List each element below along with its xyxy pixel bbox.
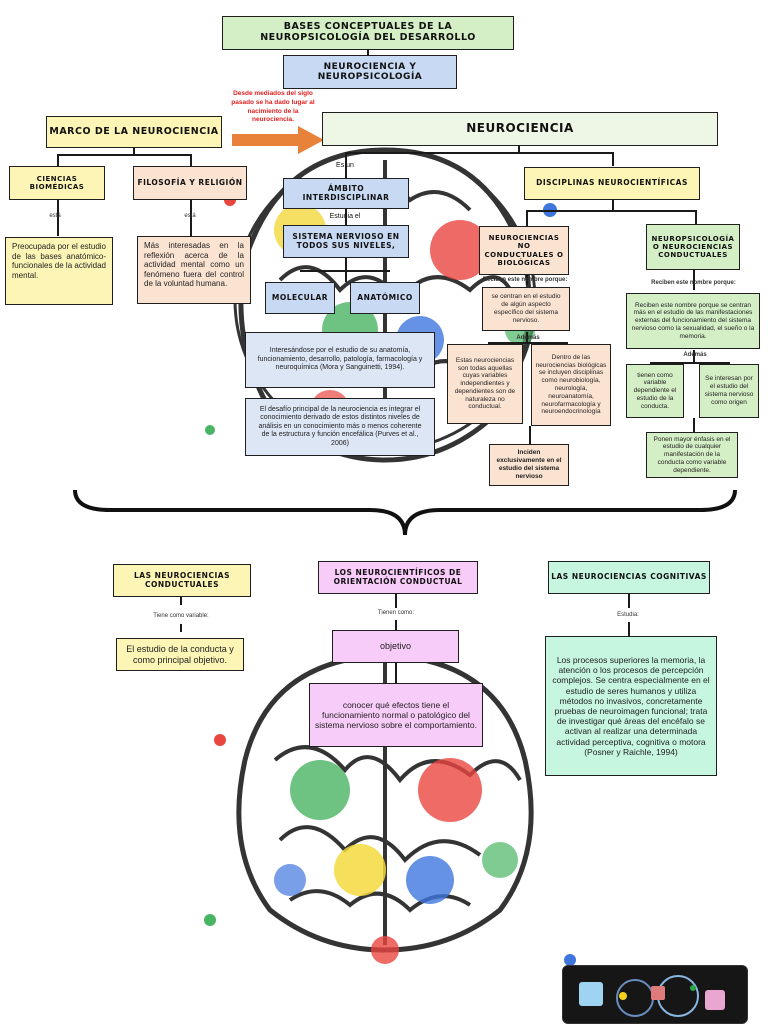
ademas-label-2: Además <box>683 352 707 358</box>
molecular-box: MOLECULAR <box>265 282 335 314</box>
tiene-variable-label: Tiene como variable: <box>153 613 209 619</box>
neuro-no-conductuales-box: NEUROCIENCIAS NO CONDUCTUALES O BIOLÓGIC… <box>479 226 569 275</box>
red-note: Desde mediados del siglo pasado se ha da… <box>231 90 315 124</box>
main-title: BASES CONCEPTUALES DE LA NEUROPSICOLOGÍA… <box>222 16 514 50</box>
anatomico-box: ANATÓMICO <box>350 282 420 314</box>
marco-neurociencia-box: MARCO DE LA NEUROCIENCIA <box>46 116 222 148</box>
dentro-desc: Dentro de las neurociencias biológicas s… <box>531 344 611 426</box>
estas-desc: Estas neurociencias son todas aquellas c… <box>447 344 523 424</box>
interes-desc: Interesándose por el estudio de su anato… <box>245 332 435 388</box>
neurociencias-cognitivas-box: LAS NEUROCIENCIAS COGNITIVAS <box>548 561 710 594</box>
thumbnail-icons <box>579 975 725 1017</box>
disciplinas-box: DISCIPLINAS NEUROCIENTÍFICAS <box>524 167 700 200</box>
tienen-desc: tienen como variable dependiente el estu… <box>626 364 684 418</box>
reciben-label-1: Reciben este nombre porque: <box>482 277 568 283</box>
ponen-desc: Ponen mayor énfasis en el estudio de cua… <box>646 432 738 478</box>
conocer-desc: conocer qué efectos tiene el funcionamie… <box>309 683 483 747</box>
tienen-como-label: Tienen como: <box>377 610 415 616</box>
es-un-label: Es un <box>336 162 354 169</box>
sistema-nervioso-box: SISTEMA NERVIOSO EN TODOS SUS NIVELES, <box>283 225 409 258</box>
right-arrow-icon <box>232 126 324 154</box>
reciben-label-2: Reciben este nombre porque: <box>651 280 736 286</box>
esta-label-1: está <box>49 213 61 219</box>
preview-thumbnail[interactable] <box>562 965 748 1024</box>
neurociencia-box: NEUROCIENCIA <box>322 112 718 146</box>
neurociencias-conductuales-box: LAS NEUROCIENCIAS CONDUCTUALES <box>113 564 251 597</box>
estudia-label: Estudia el <box>329 213 361 220</box>
procesos-desc: Los procesos superiores la memoria, la a… <box>545 636 717 776</box>
ciencias-biomedicas-box: CIENCIAS BIOMÉDICAS <box>9 166 105 200</box>
ambito-box: ÁMBITO INTERDISCIPLINAR <box>283 178 409 209</box>
filosofia-desc: Más interesadas en la reflexión acerca d… <box>137 236 251 304</box>
neuropsicologia-box: NEUROPSICOLOGÍA O NEUROCIENCIAS CONDUCTU… <box>646 224 740 270</box>
neurocientificos-orientacion-box: LOS NEUROCIENTÍFICOS DE ORIENTACIÓN COND… <box>318 561 478 594</box>
estudia-bottom-label: Estudia: <box>617 612 639 618</box>
conducta-desc: El estudio de la conducta y como princip… <box>116 638 244 671</box>
inciden-desc: Inciden exclusivamente en el estudio del… <box>489 444 569 486</box>
reciben-desc: Reciben este nombre porque se centran má… <box>626 293 760 349</box>
filosofia-religion-box: FILOSOFÍA Y RELIGIÓN <box>133 166 247 200</box>
interesan-desc: Se interesan por el estudio del sistema … <box>699 364 759 418</box>
esta-label-2: está <box>184 213 196 219</box>
ademas-label-1: Además <box>516 335 540 341</box>
objetivo-box: objetivo <box>332 630 459 663</box>
ciencias-desc: Preocupada por el estudio de las bases a… <box>5 237 113 305</box>
subtitle-box: NEUROCIENCIA Y NEUROPSICOLOGÍA <box>283 55 457 89</box>
centran-desc: se centran en el estudio de algún aspect… <box>482 287 570 331</box>
brace-connector <box>73 489 737 536</box>
desafio-desc: El desafío principal de la neurociencia … <box>245 398 435 456</box>
